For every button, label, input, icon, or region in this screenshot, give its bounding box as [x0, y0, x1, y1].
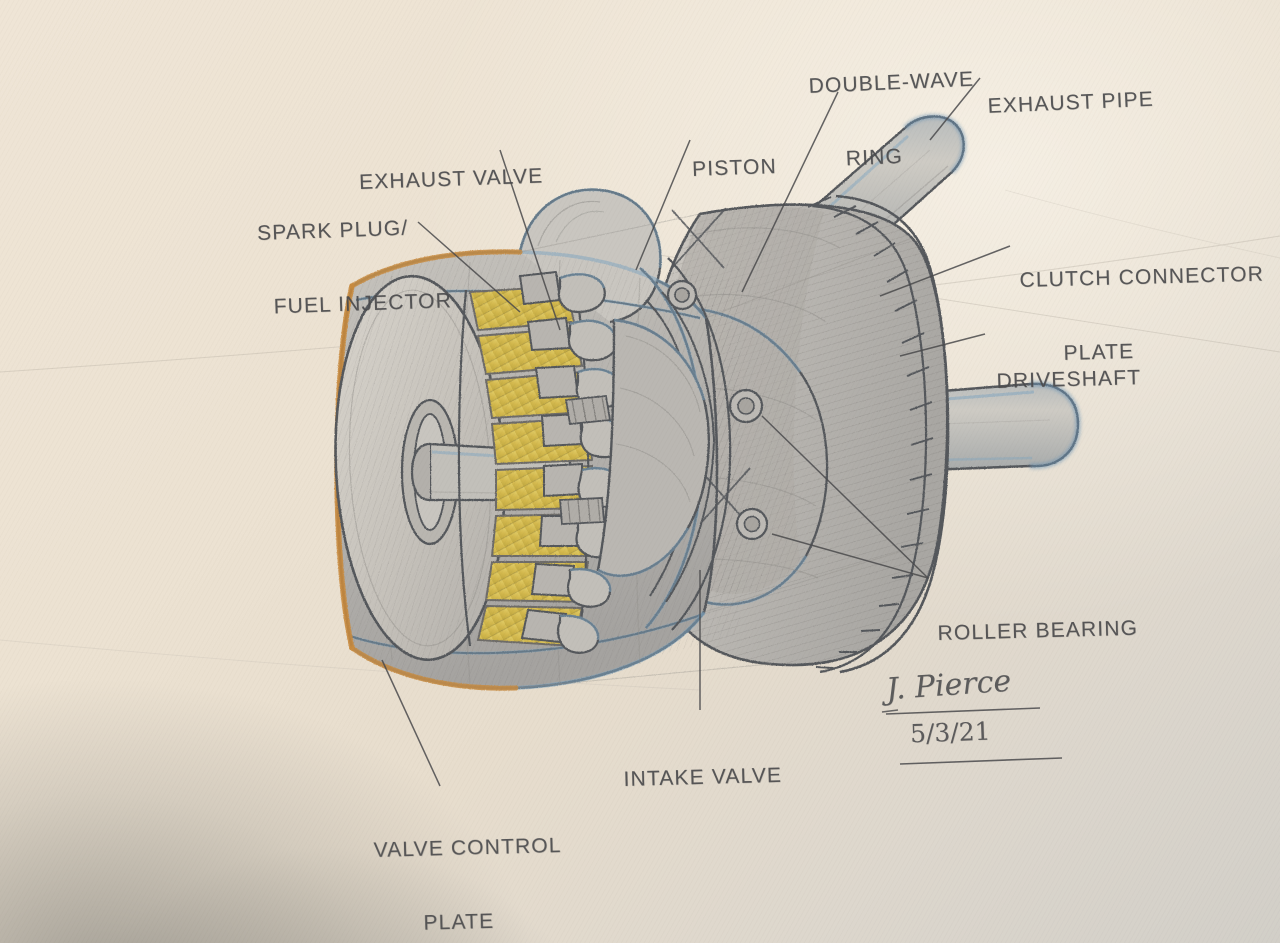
label-line: DRIVESHAFT — [996, 365, 1142, 393]
label-line: DOUBLE-WAVE — [808, 67, 975, 98]
roller-bearing — [666, 279, 698, 311]
valve-unit — [518, 270, 606, 314]
driveshaft-part — [926, 381, 1081, 472]
roller-bearing — [728, 388, 764, 424]
leader-exhaust-pipe — [929, 77, 981, 141]
signature-date: 5/3/21 — [909, 716, 991, 749]
label-line: PLATE — [423, 909, 495, 935]
label-line: EXHAUST VALVE — [358, 164, 544, 194]
label-exhaust-pipe: EXHAUST PIPE — [985, 38, 1157, 169]
leader-valve-control-plate — [381, 659, 441, 787]
valve-unit — [530, 562, 612, 608]
leader-exhaust-valve — [499, 149, 561, 331]
label-piston: PISTON — [690, 105, 779, 232]
label-line: CLUTCH CONNECTOR — [1019, 262, 1265, 292]
leader-spark-plug — [417, 221, 521, 313]
clutch-teeth — [807, 196, 934, 669]
label-driveshaft: DRIVESHAFT — [995, 316, 1143, 444]
signature-rules — [881, 707, 1063, 765]
label-line: EXHAUST PIPE — [987, 87, 1155, 118]
leader-piston — [635, 139, 691, 271]
spark-plug-injector-parts — [559, 395, 612, 525]
leader-double-wave-ring — [741, 91, 839, 293]
label-line: INTAKE VALVE — [623, 763, 783, 791]
label-line: RING — [845, 144, 904, 171]
label-exhaust-valve: EXHAUST VALVE — [357, 115, 545, 245]
leader-roller-bearing-1 — [771, 533, 929, 579]
label-line: PISTON — [691, 154, 778, 181]
roller-bearings — [666, 279, 769, 541]
leader-lines — [381, 77, 1011, 787]
label-line: ROLLER BEARING — [937, 616, 1139, 645]
roller-bearing — [735, 507, 769, 541]
leader-driveshaft — [899, 333, 986, 357]
label-intake-valve: INTAKE VALVE — [622, 714, 784, 842]
label-line: VALVE CONTROL — [373, 833, 562, 862]
leader-roller-bearing-2 — [761, 415, 929, 579]
label-double-wave-ring: DOUBLE-WAVE RING — [806, 18, 980, 223]
leader-clutch-plate — [879, 245, 1011, 297]
signature-block: J. Pierce 5/3/21 — [880, 664, 1090, 778]
valve-unit — [520, 608, 600, 654]
label-valve-control-plate: VALVE CONTROL PLATE — [372, 784, 565, 943]
label-line: FUEL INJECTOR — [273, 289, 453, 319]
piston-part — [596, 318, 710, 578]
